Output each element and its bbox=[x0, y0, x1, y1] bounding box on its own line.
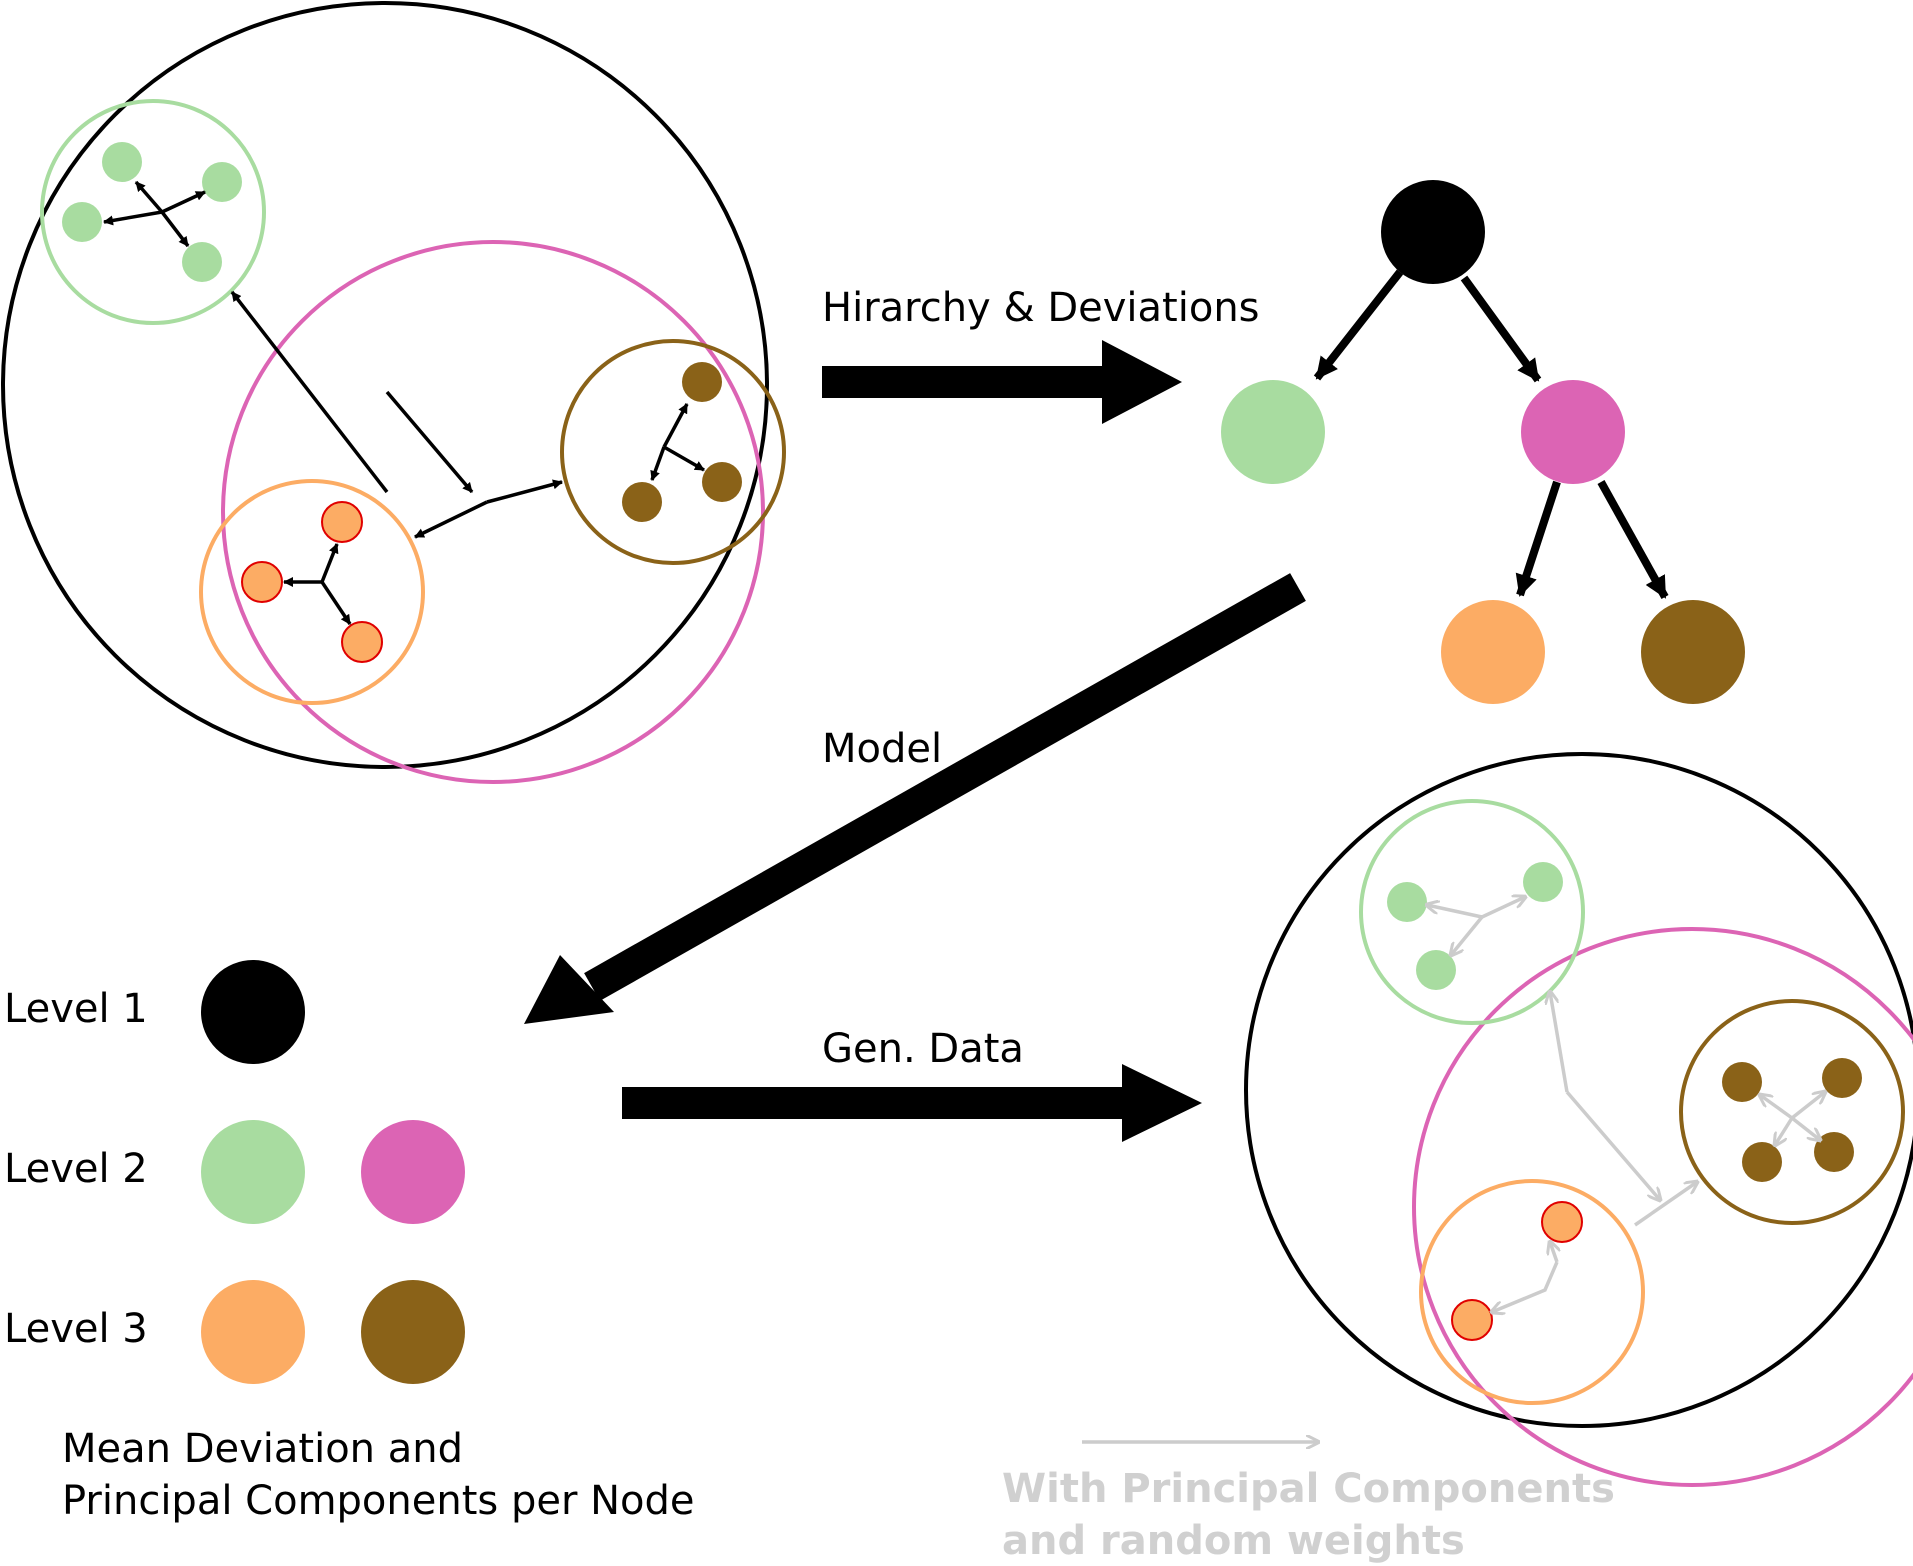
legend-level1-node bbox=[201, 960, 305, 1064]
legend-level1-label: Level 1 bbox=[4, 986, 148, 1032]
tree-node-level1 bbox=[1381, 180, 1485, 284]
gen-data-arrow bbox=[622, 1064, 1202, 1142]
green-cluster-ring bbox=[1359, 799, 1585, 1025]
green-point bbox=[202, 162, 242, 202]
pink-cluster-ring bbox=[221, 240, 765, 784]
green-component-arrows bbox=[103, 180, 206, 248]
model-arrow bbox=[524, 573, 1306, 1024]
brown-point bbox=[702, 462, 742, 502]
orange-point bbox=[1541, 1201, 1583, 1243]
brown-point bbox=[622, 482, 662, 522]
brown-cluster-ring bbox=[1679, 999, 1905, 1225]
orange-component-arrows bbox=[283, 543, 352, 625]
input-data-cluster bbox=[1, 1, 786, 784]
brown-component-arrows bbox=[650, 403, 705, 481]
green-point bbox=[1387, 882, 1427, 922]
level1-outer-ring bbox=[1244, 752, 1913, 1428]
orange-point bbox=[341, 621, 383, 663]
model-arrow-label: Model bbox=[822, 726, 942, 772]
tree-node-brown bbox=[1641, 600, 1745, 704]
tree-edge bbox=[1460, 275, 1542, 383]
orange-point bbox=[321, 501, 363, 543]
grey-note-line2: and random weights bbox=[1002, 1518, 1465, 1564]
legend: Level 1 Level 2 Level 3 Mean Deviation a… bbox=[4, 960, 695, 1524]
tree-node-green bbox=[1221, 380, 1325, 484]
legend-level2-label: Level 2 bbox=[4, 1146, 148, 1192]
green-point bbox=[182, 242, 222, 282]
orange-point bbox=[241, 561, 283, 603]
tree-edge bbox=[1597, 480, 1669, 599]
hierarchy-arrow-label: Hirarchy & Deviations bbox=[822, 285, 1260, 331]
green-point bbox=[1416, 950, 1456, 990]
pink-cluster-ring bbox=[1412, 927, 1913, 1487]
green-point bbox=[62, 202, 102, 242]
hierarchy-arrow bbox=[822, 340, 1182, 424]
legend-note-line1: Mean Deviation and bbox=[62, 1426, 463, 1472]
green-cluster-ring bbox=[40, 99, 266, 325]
orange-cluster-ring bbox=[1419, 1179, 1645, 1405]
generated-grey-arrows bbox=[1427, 897, 1825, 1312]
legend-level2-green-node bbox=[201, 1120, 305, 1224]
hierarchy-tree bbox=[1221, 180, 1745, 704]
legend-level2-pink-node bbox=[361, 1120, 465, 1224]
tree-edge bbox=[1313, 269, 1404, 381]
grey-note-line1: With Principal Components bbox=[1002, 1466, 1615, 1512]
tree-node-orange bbox=[1441, 600, 1545, 704]
grey-arrow-legend: With Principal Components and random wei… bbox=[1002, 1442, 1615, 1564]
level1-outer-ring bbox=[1, 1, 769, 769]
tree-node-pink bbox=[1521, 380, 1625, 484]
brown-point bbox=[682, 362, 722, 402]
cluster-deviation-arrows bbox=[230, 290, 563, 539]
brown-cluster-ring bbox=[560, 339, 786, 565]
brown-point bbox=[1822, 1058, 1862, 1098]
brown-point bbox=[1722, 1062, 1762, 1102]
legend-level3-label: Level 3 bbox=[4, 1306, 148, 1352]
tree-edge bbox=[1515, 480, 1561, 597]
orange-point bbox=[1451, 1299, 1493, 1341]
generated-data-cluster bbox=[1244, 752, 1913, 1487]
green-point bbox=[102, 142, 142, 182]
legend-level3-orange-node bbox=[201, 1280, 305, 1384]
legend-note-line2: Principal Components per Node bbox=[62, 1478, 695, 1524]
legend-level3-brown-node bbox=[361, 1280, 465, 1384]
gen-data-arrow-label: Gen. Data bbox=[822, 1026, 1024, 1072]
brown-point bbox=[1742, 1142, 1782, 1182]
green-point bbox=[1523, 862, 1563, 902]
orange-cluster-ring bbox=[199, 479, 425, 705]
